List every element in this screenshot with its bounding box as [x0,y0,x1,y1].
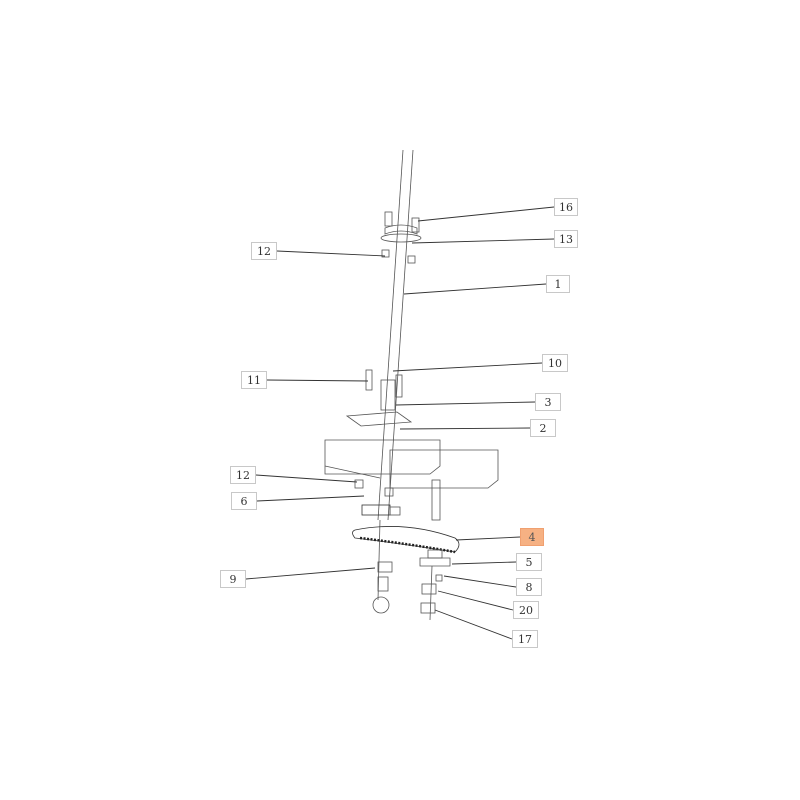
leader-line-2 [399,427,531,430]
callout-part-4[interactable]: 4 [520,528,544,546]
callout-part-11[interactable]: 11 [241,371,267,389]
leader-line-20 [437,590,514,611]
leader-line-3 [395,401,536,406]
callout-part-12a[interactable]: 12 [251,242,277,260]
callout-part-6[interactable]: 6 [231,492,257,510]
callout-part-9[interactable]: 9 [220,570,246,588]
shaft-part-1 [377,149,414,601]
callout-part-20[interactable]: 20 [513,601,539,619]
leader-line-16 [417,206,555,222]
leader-line-12a [276,250,386,257]
callout-part-12b[interactable]: 12 [230,466,256,484]
callout-part-10[interactable]: 10 [542,354,568,372]
housing [324,439,499,521]
callout-part-16[interactable]: 16 [554,198,578,216]
leader-line-5 [451,561,517,565]
leader-line-1 [403,283,547,295]
leader-line-9 [245,567,376,580]
callout-part-5[interactable]: 5 [516,553,542,571]
leader-line-11 [266,379,369,382]
leader-line-12b [255,474,358,483]
collar-part-3 [345,369,413,427]
callout-part-2[interactable]: 2 [530,419,556,437]
leader-line-6 [256,495,365,502]
callout-part-1[interactable]: 1 [546,275,570,293]
callout-part-13[interactable]: 13 [554,230,578,248]
gear-part-4 [352,526,460,554]
lower-parts [372,549,451,621]
callout-part-3[interactable]: 3 [535,393,561,411]
callout-part-8[interactable]: 8 [516,578,542,596]
callout-part-17[interactable]: 17 [512,630,538,648]
pinion-part-6 [354,479,401,516]
clamp-part-13 [380,211,422,264]
leader-line-8 [443,575,517,588]
leader-line-10 [392,362,543,372]
leader-line-4 [455,536,521,541]
leader-line-13 [411,238,555,244]
leader-line-17 [434,609,513,640]
